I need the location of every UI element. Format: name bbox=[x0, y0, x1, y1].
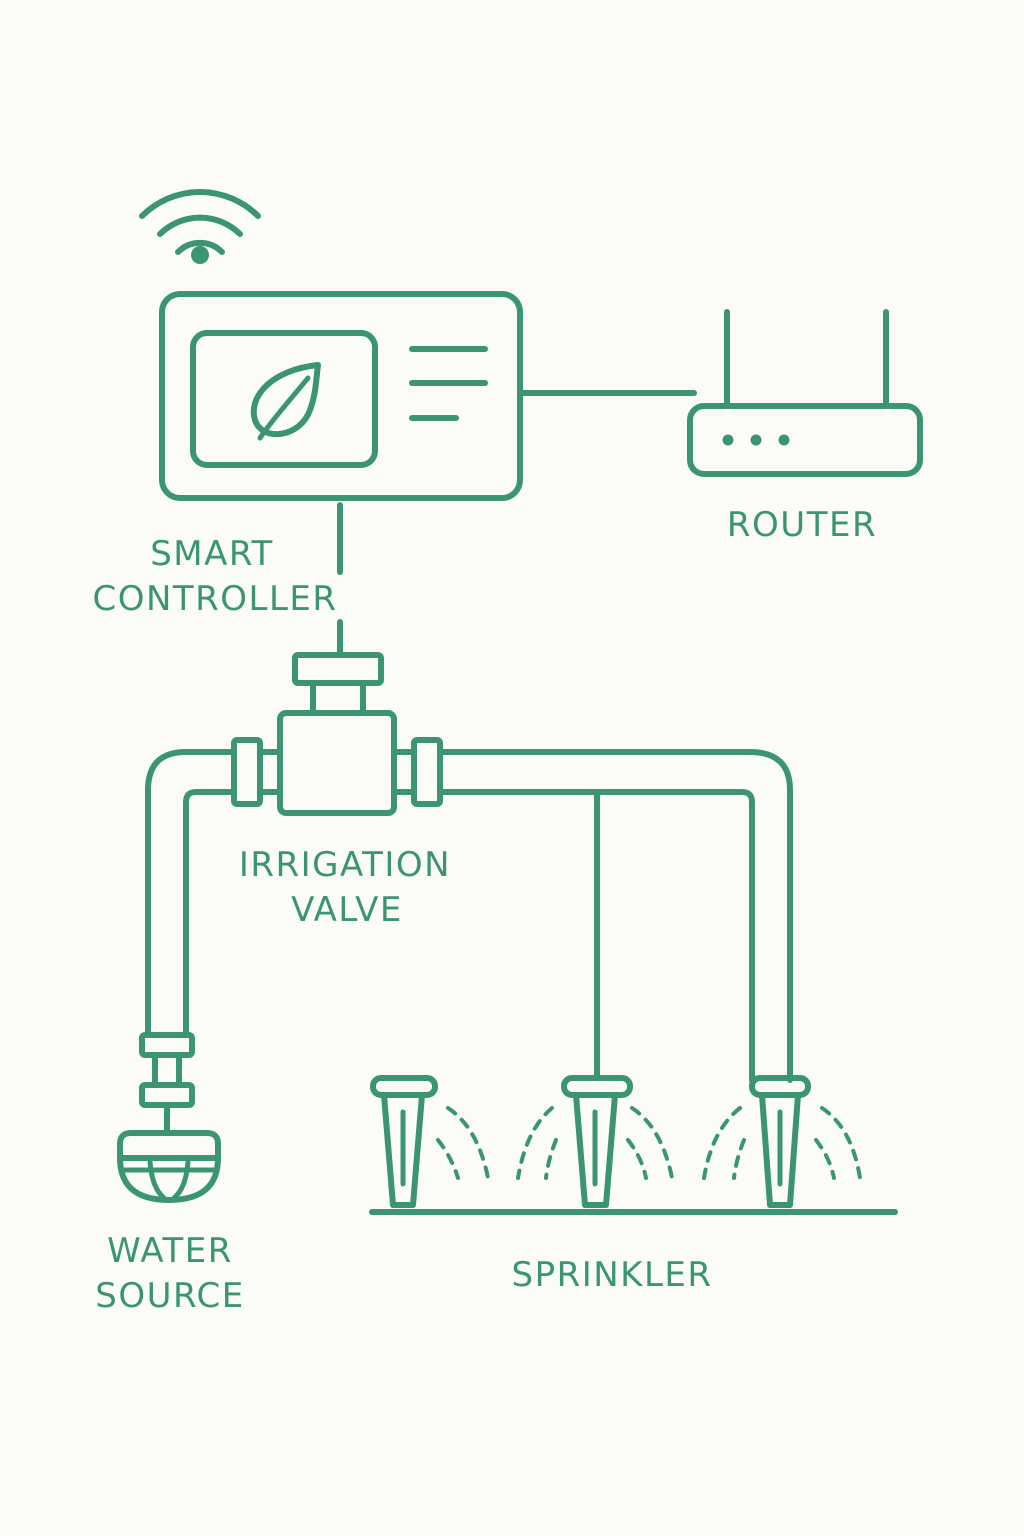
label-smart: SMART bbox=[150, 534, 274, 574]
sprinkler-icon bbox=[370, 1075, 438, 1208]
sprinkler-icon bbox=[561, 1075, 633, 1208]
sprinkler-icon bbox=[749, 1075, 811, 1208]
valve-icon bbox=[231, 652, 443, 816]
water-source-icon bbox=[117, 1032, 221, 1203]
label-sprinkler: SPRINKLER bbox=[511, 1255, 712, 1295]
leaf-icon bbox=[250, 362, 321, 441]
water-spray bbox=[436, 1106, 862, 1180]
pipe-left bbox=[145, 749, 237, 1038]
label-water: WATER bbox=[107, 1231, 233, 1271]
label-source: SOURCE bbox=[95, 1276, 244, 1316]
controller-screen bbox=[190, 330, 378, 468]
label-controller: CONTROLLER bbox=[92, 579, 337, 619]
smart-controller bbox=[159, 291, 523, 501]
pipe-right bbox=[437, 749, 793, 1083]
wifi-icon bbox=[139, 188, 261, 264]
label-irrigation: IRRIGATION bbox=[239, 845, 451, 885]
label-valve: VALVE bbox=[291, 890, 403, 930]
label-router: ROUTER bbox=[727, 505, 877, 545]
router-icon bbox=[687, 309, 923, 477]
